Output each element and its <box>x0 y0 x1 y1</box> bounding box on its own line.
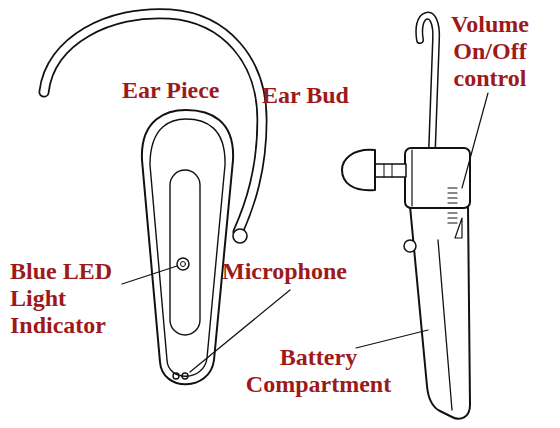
microphone-hole <box>182 373 188 379</box>
hook-joint <box>233 229 247 243</box>
part-label: Ear Bud <box>262 82 349 109</box>
part-label: Microphone <box>222 258 347 285</box>
volume-wedge <box>455 218 462 238</box>
part-label: Blue LED Light Indicator <box>10 258 135 339</box>
ear-hook-outline <box>419 16 436 150</box>
led-center <box>181 262 186 267</box>
headset-body <box>142 110 233 384</box>
led-indicator <box>177 258 189 270</box>
leader-line <box>356 330 428 348</box>
ear-bud-dome <box>342 150 375 190</box>
ear-hook-fill <box>419 16 436 150</box>
front-panel <box>170 170 200 335</box>
headset-upper-body <box>405 148 470 208</box>
leader-line <box>122 266 177 284</box>
volume-slider <box>448 188 457 223</box>
battery-compartment <box>410 206 470 419</box>
compartment-edge <box>438 240 452 410</box>
microphone-hole <box>173 373 179 379</box>
part-label: Battery Compartment <box>236 344 401 398</box>
clip-joint <box>404 240 416 252</box>
body-edge <box>411 150 412 206</box>
leader-line <box>190 290 290 372</box>
stem-ring <box>384 164 385 177</box>
leader-line <box>462 93 488 188</box>
part-label: Ear Piece <box>122 77 220 104</box>
ear-bud-stem <box>374 164 406 177</box>
body-inner-edge <box>150 119 225 376</box>
part-label: Volume On/Off control <box>440 11 540 92</box>
stem-ring <box>392 164 393 177</box>
